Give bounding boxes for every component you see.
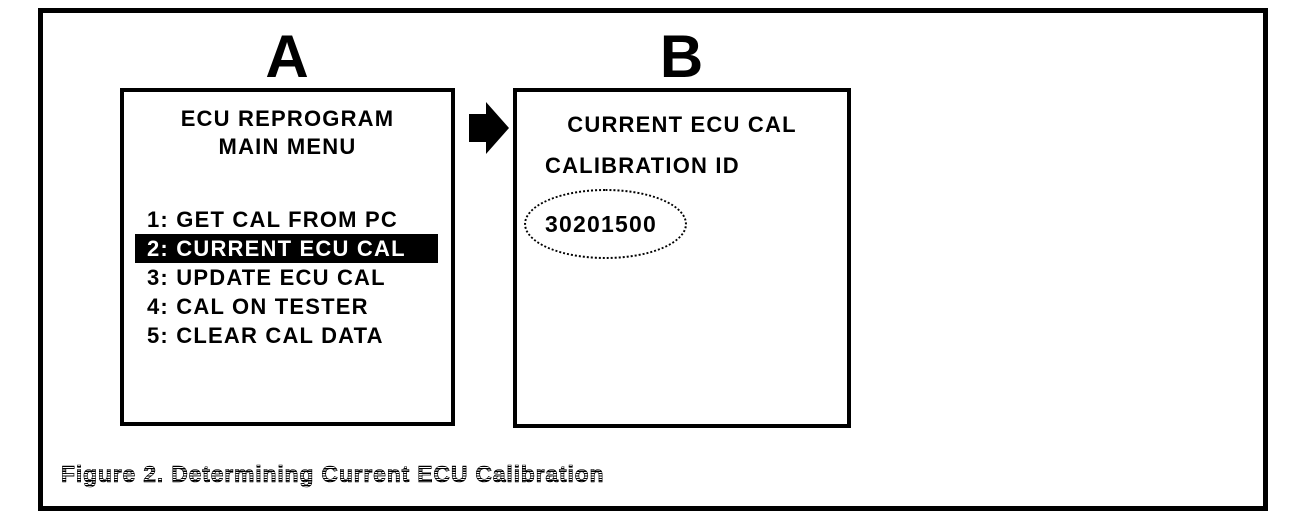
screen-b-current-ecu-cal: CURRENT ECU CAL CALIBRATION ID 30201500 xyxy=(513,88,851,428)
menu-item-get-cal-from-pc: 1: GET CAL FROM PC xyxy=(147,207,398,232)
screen-a-title-line1: ECU REPROGRAM xyxy=(180,106,395,131)
menu-item-current-ecu-cal-selected: 2: CURRENT ECU CAL xyxy=(135,234,438,263)
menu-item-update-ecu-cal: 3: UPDATE ECU CAL xyxy=(147,265,386,290)
calibration-id-highlight-ellipse: 30201500 xyxy=(524,189,687,259)
figure-caption: Figure 2. Determining Current ECU Calibr… xyxy=(61,461,605,488)
menu-item-clear-cal-data: 5: CLEAR CAL DATA xyxy=(147,323,384,348)
panel-a-label: A xyxy=(265,23,310,90)
menu-item-cal-on-tester: 4: CAL ON TESTER xyxy=(147,294,369,319)
screen-a-ecu-reprogram-main-menu: ECU REPROGRAM MAIN MENU 1: GET CAL FROM … xyxy=(120,88,455,426)
screen-a-title: ECU REPROGRAM MAIN MENU xyxy=(124,105,451,161)
screen-b-title: CURRENT ECU CAL xyxy=(567,112,797,137)
calibration-id-label: CALIBRATION ID xyxy=(545,153,740,178)
screen-a-menu: 1: GET CAL FROM PC 2: CURRENT ECU CAL 3:… xyxy=(124,205,451,350)
figure-frame: A B ECU REPROGRAM MAIN MENU 1: GET CAL F… xyxy=(38,8,1268,511)
right-arrow-icon xyxy=(469,102,509,154)
calibration-id-value: 30201500 xyxy=(545,210,657,237)
screen-a-title-line2: MAIN MENU xyxy=(218,134,357,159)
panel-b-label: B xyxy=(659,23,705,90)
